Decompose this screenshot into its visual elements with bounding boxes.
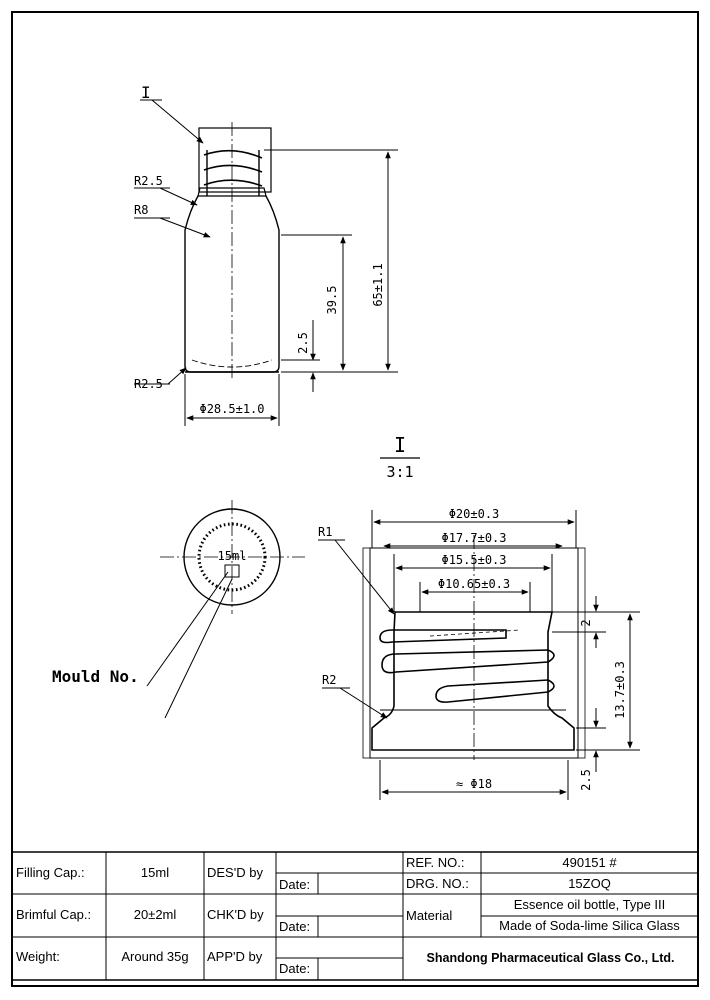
capacity-mark: 15ml [218, 549, 247, 563]
inner-diameter-dim: Φ15.5±0.3 [441, 553, 506, 567]
total-height-dim: 65±1.1 [371, 263, 385, 306]
filling-cap-value: 15ml [140, 865, 170, 880]
company-name: Shandong Pharmaceutical Glass Co., Ltd. [426, 951, 675, 965]
r2-label: R2 [322, 673, 336, 687]
detail-title: I [394, 433, 406, 457]
shoulder-radius-label: R2.5 [134, 174, 163, 188]
approved-date-label: Date: [279, 961, 311, 976]
body-radius-label: R8 [134, 203, 148, 217]
neck-detail [362, 535, 586, 760]
approved-by-label: APP'D by [207, 949, 263, 964]
brimful-cap-value: 20±2ml [133, 907, 177, 922]
filling-cap-label: Filling Cap.: [16, 865, 85, 880]
bottom-view [146, 500, 305, 719]
mould-no-label: Mould No. [52, 667, 139, 686]
title-block-grid [11, 851, 699, 981]
ref-no-value: 490151 # [562, 855, 617, 870]
bottom-radius-label: R2.5 [134, 377, 163, 391]
ref-no-label: REF. NO.: [406, 855, 465, 870]
bottom-thickness-dim: 2.5 [296, 332, 310, 354]
outer-diameter-dim: Φ20±0.3 [449, 507, 500, 521]
drawing-frame [11, 11, 699, 987]
base-thickness-dim: 2.5 [579, 769, 593, 791]
thread-pitch-dim: 2 [579, 619, 593, 626]
neck-height-dim: 13.7±0.3 [613, 661, 627, 719]
checked-date-label: Date: [279, 919, 311, 934]
brimful-cap-label: Brimful Cap.: [16, 907, 92, 922]
drg-no-label: DRG. NO.: [406, 876, 469, 891]
material-description: Made of Soda-lime Silica Glass [499, 918, 680, 933]
detail-callout-label: I [141, 83, 151, 102]
bore-diameter-dim: Φ10.65±0.3 [438, 577, 510, 591]
material-label: Material [406, 908, 453, 923]
approx-diameter-dim: ≈ Φ18 [456, 777, 492, 791]
weight-value: Around 35g [121, 949, 189, 964]
body-diameter-dim: Φ28.5±1.0 [199, 402, 264, 416]
body-height-dim: 39.5 [325, 286, 339, 315]
weight-label: Weight: [16, 949, 60, 964]
designed-by-label: DES'D by [207, 865, 263, 880]
designed-date-label: Date: [279, 877, 311, 892]
thread-diameter-dim: Φ17.7±0.3 [441, 531, 506, 545]
checked-by-label: CHK'D by [207, 907, 264, 922]
drg-no-value: 15ZOQ [568, 876, 611, 891]
r1-label: R1 [318, 525, 332, 539]
detail-scale: 3:1 [386, 463, 413, 481]
product-description: Essence oil bottle, Type III [513, 897, 666, 912]
side-view [184, 122, 280, 378]
